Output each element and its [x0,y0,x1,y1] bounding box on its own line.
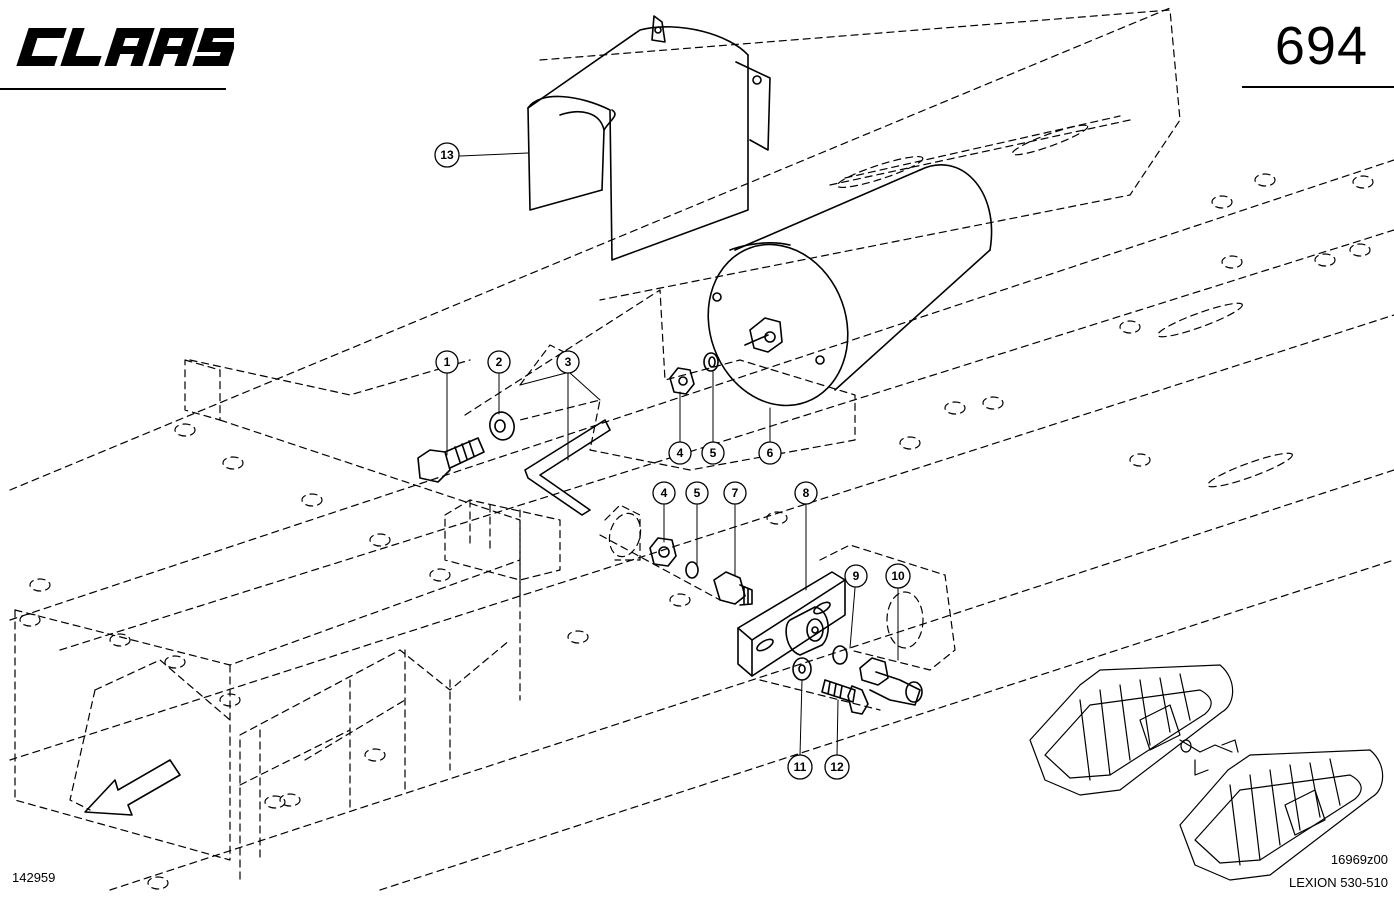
callout-10: 10 [885,563,911,589]
part-1-bolt [417,437,485,483]
svg-text:4: 4 [677,446,684,460]
callout-6: 6 [758,441,782,465]
callout-5-upper: 5 [701,441,725,465]
callout-8: 8 [794,481,818,505]
svg-text:5: 5 [710,446,717,460]
svg-text:13: 13 [440,148,454,162]
svg-text:9: 9 [853,569,860,583]
callout-12: 12 [824,754,850,780]
callout-2: 2 [487,350,511,374]
travel-direction-arrow [84,759,181,816]
claas-logo [16,28,234,66]
drawing-id-label: 16969z00 [1330,852,1388,867]
callouts: 13 1 2 3 4 5 6 4 5 7 8 9 10 11 12 [434,142,911,780]
callout-4-lower: 4 [652,481,676,505]
frame-outline [9,7,1394,891]
page-number: 694 [1274,16,1368,76]
part-7-fitting [713,571,753,606]
image-id-label: 142959 [12,870,56,885]
part-6-filter [707,164,993,407]
part-13-cover [527,15,771,261]
svg-text:1: 1 [444,355,451,369]
part-5-seal-upper [703,352,719,372]
part-4-nut-upper [669,367,695,395]
logo-underline [0,88,226,90]
model-label: LEXION 530-510 [1288,875,1388,890]
svg-text:7: 7 [732,486,739,500]
part-3-rod [524,419,611,516]
callout-5-lower: 5 [685,481,709,505]
leader-lines [446,152,899,756]
callout-11: 11 [787,754,813,780]
part-10-connector [859,657,923,706]
callout-1: 1 [435,350,459,374]
svg-text:12: 12 [830,760,844,774]
part-2-washer [489,411,515,441]
callout-9: 9 [844,564,868,588]
svg-text:2: 2 [496,355,503,369]
svg-text:6: 6 [767,446,774,460]
track-unit-thumbnail [1029,664,1384,881]
part-5-seal-lower [685,561,699,579]
svg-text:8: 8 [803,486,810,500]
part-12-bolt [821,679,869,715]
part-4-nut-lower [649,537,677,567]
callout-7: 7 [723,481,747,505]
svg-text:11: 11 [794,760,807,774]
part-8-plate [737,571,846,677]
callout-3: 3 [556,350,580,374]
callout-13: 13 [434,142,460,168]
svg-text:4: 4 [661,486,668,500]
page-number-underline [1242,86,1394,88]
callout-4-upper: 4 [668,441,692,465]
part-11-washer [792,657,812,681]
part-9-oring [832,645,848,665]
svg-text:3: 3 [565,355,572,369]
svg-text:5: 5 [694,486,701,500]
svg-text:10: 10 [891,569,905,583]
